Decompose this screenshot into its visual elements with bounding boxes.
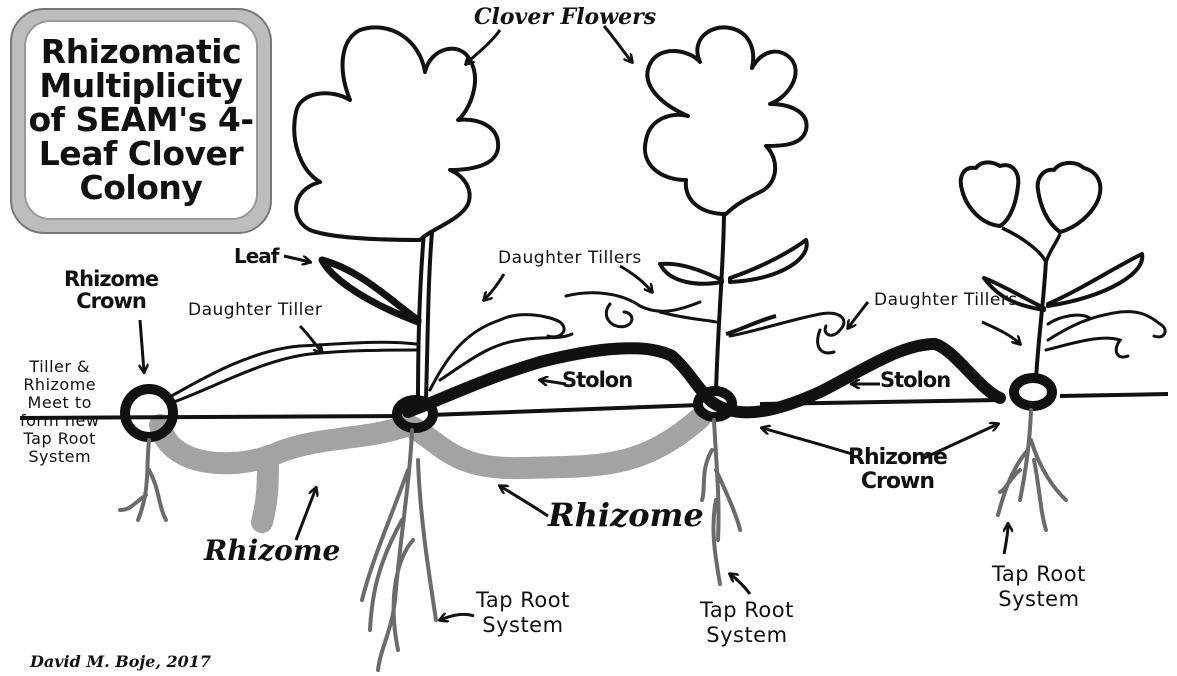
crown-node-1 <box>125 389 173 437</box>
label-tap-root-2: Tap Root System <box>700 598 794 648</box>
arrow-flowers-right <box>604 26 632 62</box>
label-tap-root-1: Tap Root System <box>476 588 570 638</box>
arrow-taproot-2 <box>730 574 750 594</box>
label-rhizome-left: Rhizome <box>204 534 340 567</box>
arrow-flowers-left <box>466 30 500 64</box>
leaf-flower2-b <box>730 240 807 282</box>
title-box: Rhizomatic Multiplicity of SEAM's 4- Lea… <box>10 8 272 234</box>
leaf-main <box>322 260 418 322</box>
flower-3b <box>1038 163 1101 232</box>
label-tiller-rhizome-meet: Tiller & Rhizome Meet to form new Tap Ro… <box>20 358 99 466</box>
label-leaf: Leaf <box>234 244 279 268</box>
label-tap-root-3: Tap Root System <box>992 562 1086 612</box>
leaf-right-b <box>1048 254 1142 306</box>
label-rhizome-crown-right: Rhizome Crown <box>848 446 947 494</box>
signature: David M. Boje, 2017 <box>30 652 211 671</box>
flower-2 <box>645 27 807 214</box>
label-stolon-right: Stolon <box>880 368 950 392</box>
flower-1 <box>294 27 498 240</box>
arrow-daughter-tiller <box>300 326 322 352</box>
arrow-tillers-center-b <box>620 266 652 292</box>
label-rhizome-crown-left: Rhizome Crown <box>64 268 158 312</box>
arrow-tillers-right-b <box>982 322 1020 344</box>
arrow-crown-left <box>140 320 144 372</box>
label-rhizome-center: Rhizome <box>548 496 704 534</box>
arrow-rhizome-center <box>500 486 548 516</box>
rhizome-drop <box>262 456 268 522</box>
label-daughter-tillers-right: Daughter Tillers <box>874 290 1018 310</box>
label-stolon-left: Stolon <box>562 368 632 392</box>
arrow-taproot-1 <box>440 614 474 620</box>
leaf-flower2-a <box>660 264 722 284</box>
title-frame: Rhizomatic Multiplicity of SEAM's 4- Lea… <box>24 20 258 220</box>
arrow-leaf <box>284 256 310 262</box>
diagram-title: Rhizomatic Multiplicity of SEAM's 4- Lea… <box>28 35 253 205</box>
label-daughter-tiller: Daughter Tiller <box>188 300 322 320</box>
arrow-tillers-right-a <box>848 302 868 328</box>
flower-3a <box>961 162 1019 226</box>
label-daughter-tillers-center: Daughter Tillers <box>498 248 642 268</box>
label-clover-flowers: Clover Flowers <box>474 4 656 30</box>
crown-node-4 <box>1014 378 1052 406</box>
leaves <box>322 240 1142 334</box>
arrow-tillers-center-a <box>484 274 504 300</box>
flowers <box>294 27 1100 240</box>
arrow-rhizome-left <box>296 488 316 540</box>
arrow-taproot-3 <box>1004 524 1008 554</box>
flower-stems-3 <box>1002 228 1060 262</box>
arrow-crown-right-a <box>762 428 852 454</box>
